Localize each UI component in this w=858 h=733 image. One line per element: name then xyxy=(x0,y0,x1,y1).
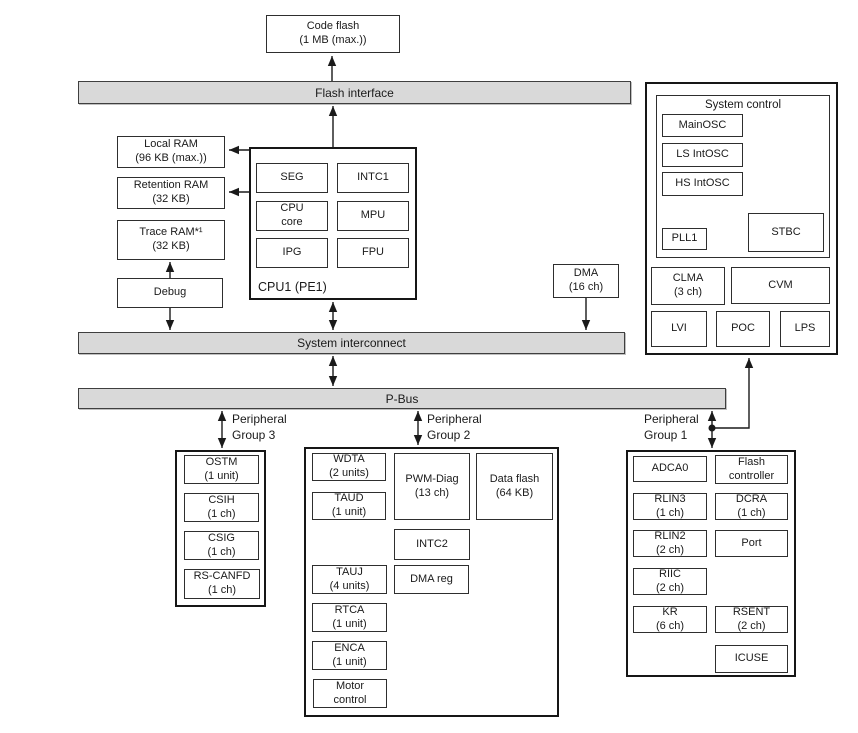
wdta-box: WDTA (2 units) xyxy=(312,453,386,481)
intc1-box: INTC1 xyxy=(337,163,409,193)
flash-interface-bus: Flash interface xyxy=(78,81,631,104)
pwm-diag-box: PWM-Diag (13 ch) xyxy=(394,453,470,520)
debug-box: Debug xyxy=(117,278,223,308)
rlin2-box: RLIN2 (2 ch) xyxy=(633,530,707,557)
csih-box: CSIH (1 ch) xyxy=(184,493,259,522)
peripheral-group1-label: Peripheral Group 1 xyxy=(644,412,699,443)
connector-group1-syscontrol xyxy=(712,358,754,429)
trace-ram-box: Trace RAM*¹ (32 KB) xyxy=(117,220,225,260)
icuse-box: ICUSE xyxy=(715,645,788,673)
system-control-title: System control xyxy=(704,99,782,111)
dma-box: DMA (16 ch) xyxy=(553,264,619,298)
ostm-box: OSTM (1 unit) xyxy=(184,455,259,484)
dcra-box: DCRA (1 ch) xyxy=(715,493,788,520)
peripheral-group1-container xyxy=(626,450,796,677)
rs-canfd-box: RS-CANFD (1 ch) xyxy=(184,569,260,599)
retention-ram-box: Retention RAM (32 KB) xyxy=(117,177,225,209)
intc2-box: INTC2 xyxy=(394,529,470,560)
junction-dot xyxy=(708,424,716,432)
system-interconnect-bus: System interconnect xyxy=(78,332,625,354)
data-flash-box: Data flash (64 KB) xyxy=(476,453,553,520)
adca0-box: ADCA0 xyxy=(633,456,707,482)
port-box: Port xyxy=(715,530,788,557)
lvi-box: LVI xyxy=(651,311,707,347)
peripheral-group2-label: Peripheral Group 2 xyxy=(427,412,482,443)
enca-box: ENCA (1 unit) xyxy=(312,641,387,670)
poc-box: POC xyxy=(716,311,770,347)
stbc-box: STBC xyxy=(748,213,824,252)
pll1-box: PLL1 xyxy=(662,228,707,250)
mainosc-box: MainOSC xyxy=(662,114,743,137)
clma-box: CLMA (3 ch) xyxy=(651,267,725,305)
csig-box: CSIG (1 ch) xyxy=(184,531,259,560)
taud-box: TAUD (1 unit) xyxy=(312,492,386,520)
ipg-box: IPG xyxy=(256,238,328,268)
dma-reg-box: DMA reg xyxy=(394,565,469,594)
rsent-box: RSENT (2 ch) xyxy=(715,606,788,633)
fpu-box: FPU xyxy=(337,238,409,268)
lps-box: LPS xyxy=(780,311,830,347)
cpu1-label: CPU1 (PE1) xyxy=(258,280,327,294)
cvm-box: CVM xyxy=(731,267,830,304)
code-flash-box: Code flash (1 MB (max.)) xyxy=(266,15,400,53)
local-ram-box: Local RAM (96 KB (max.)) xyxy=(117,136,225,168)
ls-intosc-box: LS IntOSC xyxy=(662,143,743,167)
kr-box: KR (6 ch) xyxy=(633,606,707,633)
motor-control-box: Motor control xyxy=(313,679,387,708)
peripheral-group3-label: Peripheral Group 3 xyxy=(232,412,287,443)
riic-box: RIIC (2 ch) xyxy=(633,568,707,595)
seg-box: SEG xyxy=(256,163,328,193)
tauj-box: TAUJ (4 units) xyxy=(312,565,387,594)
mpu-box: MPU xyxy=(337,201,409,231)
cpu-core-box: CPU core xyxy=(256,201,328,231)
p-bus: P-Bus xyxy=(78,388,726,409)
rtca-box: RTCA (1 unit) xyxy=(312,603,387,632)
rlin3-box: RLIN3 (1 ch) xyxy=(633,493,707,520)
flash-controller-box: Flash controller xyxy=(715,455,788,484)
hs-intosc-box: HS IntOSC xyxy=(662,172,743,196)
